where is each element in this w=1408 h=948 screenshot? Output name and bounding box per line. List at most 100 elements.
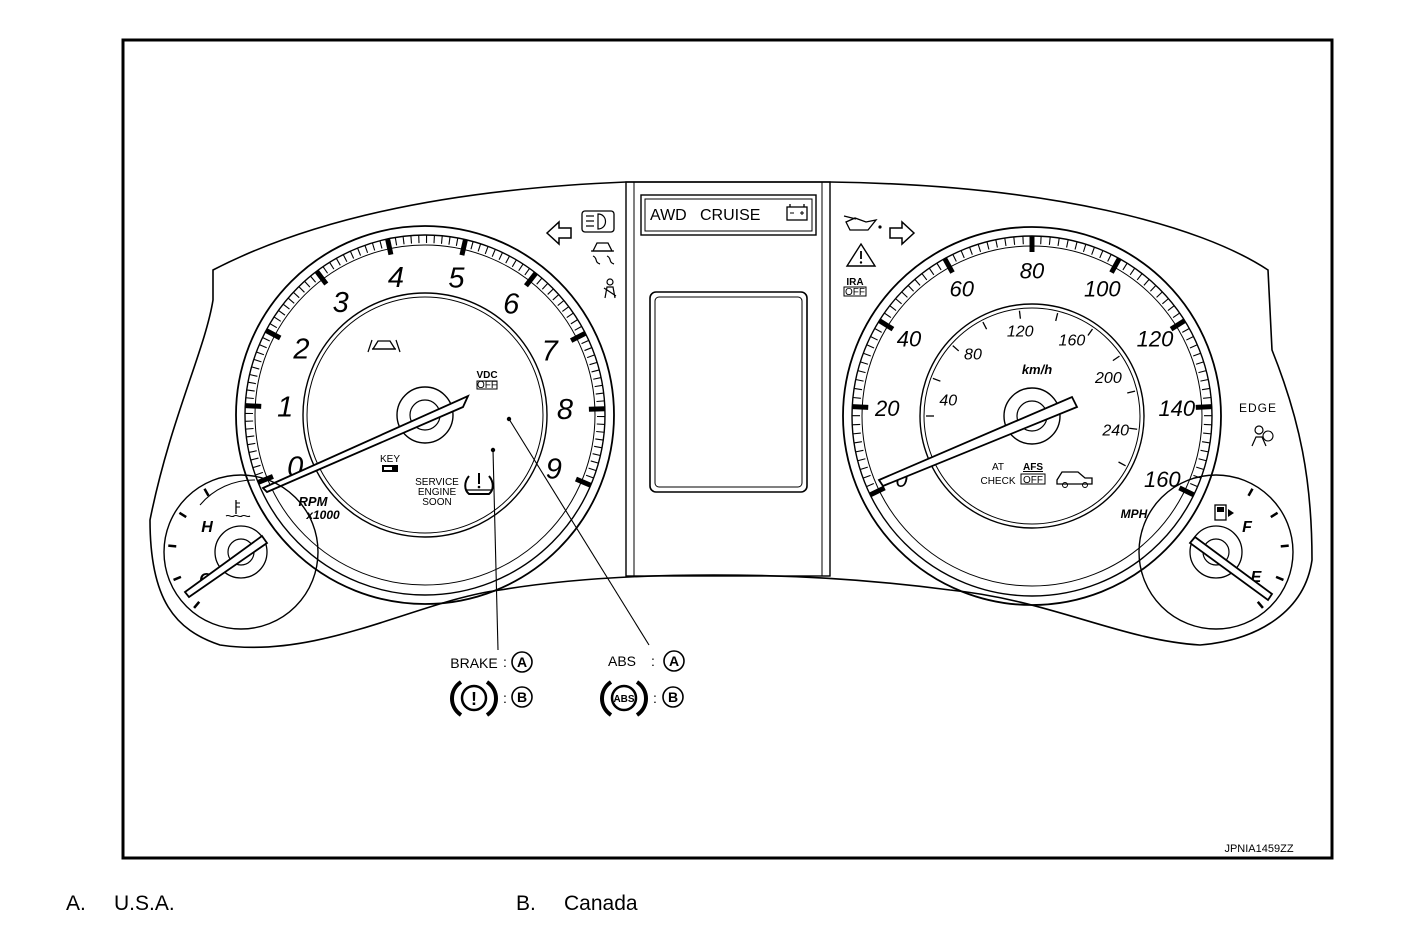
svg-text:ENGINE: ENGINE xyxy=(418,487,457,498)
kmh-number-80: 80 xyxy=(964,346,982,363)
fuel-full-label: F xyxy=(1242,519,1253,536)
major-tick xyxy=(1169,318,1186,332)
svg-text:OFF: OFF xyxy=(1023,475,1043,486)
major-tick xyxy=(523,271,538,288)
cruise-text: CRUISE xyxy=(700,207,760,224)
abs-callout: ABS : A ABS : B xyxy=(600,650,685,717)
minor-tick xyxy=(1143,278,1150,286)
minor-tick xyxy=(859,466,868,471)
brake-label: BRAKE xyxy=(450,655,497,671)
major-tick xyxy=(1247,488,1254,497)
legend-key: B. xyxy=(516,892,536,915)
legend-key: A. xyxy=(66,892,86,915)
minor-tick xyxy=(259,344,267,349)
minor-tick xyxy=(1200,449,1209,453)
minor-tick xyxy=(269,323,278,329)
minor-tick xyxy=(278,310,286,316)
minor-tick xyxy=(541,282,549,290)
minor-tick xyxy=(440,235,443,244)
major-tick xyxy=(569,331,587,343)
minor-tick xyxy=(552,294,560,301)
mph-number-160: 160 xyxy=(1144,467,1181,492)
major-tick xyxy=(942,257,955,274)
svg-text::: : xyxy=(653,690,657,706)
tach-number-1: 1 xyxy=(277,392,293,424)
major-tick xyxy=(1109,257,1122,274)
minor-tick xyxy=(357,247,362,256)
kmh-ticks xyxy=(926,310,1138,467)
minor-tick xyxy=(1195,361,1204,365)
tire-pressure-icon xyxy=(464,473,494,495)
tach-number-3: 3 xyxy=(333,287,349,319)
minor-tick xyxy=(1122,262,1128,271)
minor-tick xyxy=(342,254,348,262)
svg-text:AT: AT xyxy=(992,462,1004,473)
abs-letter-b: B xyxy=(668,689,678,705)
major-tick xyxy=(264,328,282,341)
minor-tick xyxy=(588,467,597,472)
minor-tick xyxy=(596,430,605,433)
seatbelt-icon xyxy=(603,278,617,299)
minor-tick xyxy=(857,370,866,374)
minor-tick xyxy=(855,449,864,453)
major-tick xyxy=(952,345,960,352)
minor-tick xyxy=(557,300,565,307)
vdc-off-label: OFF xyxy=(477,380,497,391)
major-tick xyxy=(459,239,468,256)
minor-tick xyxy=(1091,246,1095,255)
minor-tick xyxy=(245,427,254,430)
brake-callout: BRAKE : A ! : B xyxy=(450,651,533,717)
minor-tick xyxy=(255,471,264,476)
major-tick xyxy=(203,488,210,497)
minor-tick xyxy=(518,263,524,272)
svg-text::: : xyxy=(503,690,507,706)
minor-tick xyxy=(448,236,451,245)
mph-number-40: 40 xyxy=(897,327,922,352)
major-tick xyxy=(1018,310,1022,319)
minor-tick xyxy=(596,400,605,403)
svg-text:ABS: ABS xyxy=(613,694,634,705)
minor-tick xyxy=(889,305,897,312)
svg-text:CHECK: CHECK xyxy=(980,476,1015,487)
lane-departure-icon xyxy=(367,339,401,353)
tach-number-6: 6 xyxy=(503,289,520,321)
multi-info-display xyxy=(649,291,808,493)
master-warning-icon xyxy=(845,242,877,267)
minor-tick xyxy=(524,268,530,276)
trunk-open-icon xyxy=(1056,471,1093,488)
minor-tick xyxy=(562,306,570,312)
rpm-multiplier: x1000 xyxy=(305,508,340,522)
kmh-number-240: 240 xyxy=(1101,422,1129,439)
minor-tick xyxy=(256,351,265,356)
minor-tick xyxy=(590,460,599,464)
tach-number-9: 9 xyxy=(546,454,562,486)
minor-tick xyxy=(310,275,317,283)
minor-tick xyxy=(874,327,882,333)
minor-tick xyxy=(246,389,255,392)
minor-tick xyxy=(1162,298,1169,305)
major-tick xyxy=(1055,312,1059,322)
major-tick xyxy=(385,238,394,256)
vdc-label: VDC xyxy=(476,370,497,381)
mph-unit-label: MPH xyxy=(1121,507,1148,521)
speedo-hub xyxy=(1003,387,1061,445)
minor-tick xyxy=(536,277,543,285)
minor-tick xyxy=(995,239,998,248)
minor-tick xyxy=(394,237,398,246)
minor-tick xyxy=(1013,236,1016,245)
mph-number-100: 100 xyxy=(1084,277,1121,302)
coolant-temperature-icon xyxy=(225,500,251,518)
minor-tick xyxy=(247,381,256,385)
minor-tick xyxy=(866,344,875,349)
at-check-indicator: AT CHECK xyxy=(980,462,1015,487)
minor-tick xyxy=(322,266,329,274)
airbag-icon xyxy=(1251,425,1274,447)
major-tick xyxy=(1275,575,1284,582)
minor-tick xyxy=(863,352,871,357)
key-label: KEY xyxy=(380,454,400,465)
kmh-number-40: 40 xyxy=(939,393,957,410)
kmh-unit-label: km/h xyxy=(1022,362,1052,377)
